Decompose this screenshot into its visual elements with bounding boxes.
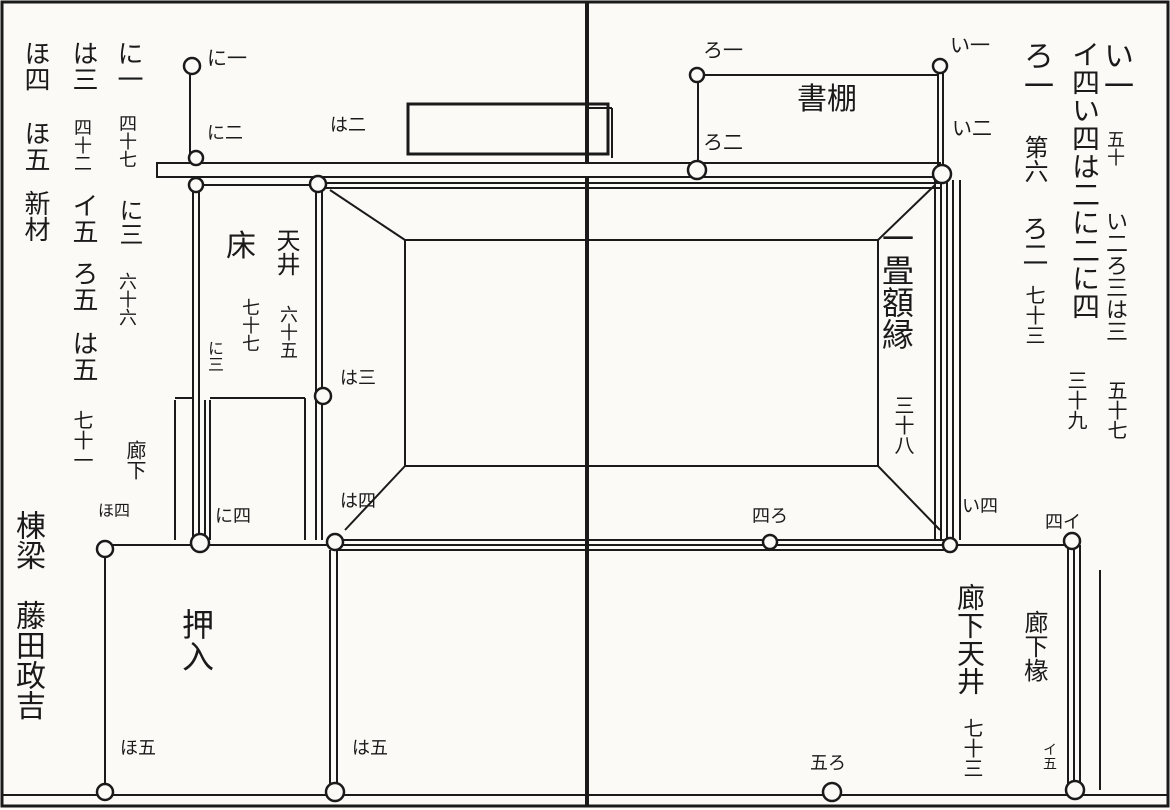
note-i2-list: い二ろ三は三	[1102, 210, 1127, 342]
label-i2: い二	[952, 116, 992, 140]
post-ha5	[324, 781, 346, 803]
label-ni2: に二	[207, 123, 243, 144]
label-ho4: ほ四	[98, 501, 131, 520]
label-ro5: 五ろ	[810, 753, 846, 774]
label-i4b: 四イ	[1045, 512, 1081, 533]
note-ha3: は三	[68, 40, 98, 92]
note-i4-list: イ四い四は二に二に四	[1068, 40, 1101, 320]
post-i5	[1064, 779, 1086, 801]
room-tokonoma-ceiling-num: 六十五	[277, 305, 298, 359]
post-ni1	[182, 56, 202, 76]
room-diag-tr	[877, 184, 936, 241]
note-ha5: は五	[68, 330, 98, 382]
post-i2	[931, 163, 953, 185]
post-ro1	[688, 66, 706, 84]
label-ro2: ろ二	[703, 130, 743, 154]
room-corridor: 廊下天井	[953, 583, 986, 695]
post-ha3	[313, 386, 333, 406]
note-66: 六十六	[116, 272, 137, 326]
room-mat: 一畳額縁	[877, 222, 915, 350]
post-i4b	[1062, 531, 1082, 551]
room-diag-bl	[344, 465, 406, 531]
right-hallway: 廊下椽	[1020, 610, 1048, 682]
post-ho4	[95, 539, 115, 559]
post-ro5	[821, 781, 843, 803]
room-diag-tl	[329, 189, 406, 241]
note-47: 四十七	[116, 114, 137, 168]
label-ha2: は二	[330, 115, 366, 136]
post-ho5	[95, 782, 115, 802]
post-ro4	[761, 533, 779, 551]
room-closet: 押入	[177, 608, 215, 672]
upper-box	[406, 102, 610, 156]
room-tokonoma: 床	[226, 229, 256, 264]
room-corridor-num: 七十三	[960, 718, 984, 778]
note-50: 五十	[1104, 130, 1125, 166]
label-ha5: は五	[352, 738, 388, 759]
note-ro1: ろ一	[1018, 40, 1053, 100]
note-i5: イ五	[68, 192, 98, 244]
note-42: 四十二	[71, 118, 92, 172]
note-ni1: に一	[113, 40, 143, 92]
left-hallway: 廊下	[123, 440, 147, 480]
note-ro5: ろ五	[68, 260, 98, 312]
room-tokonoma-ceiling: 天井	[272, 228, 300, 276]
label-ni3: に三	[205, 340, 224, 372]
post-ro2	[686, 159, 708, 181]
label-ro1: ろ一	[703, 38, 743, 62]
note-ho5: ほ五	[20, 120, 50, 172]
label-ni1: に一	[207, 46, 247, 70]
post-i4	[941, 536, 959, 554]
label-ho5: ほ五	[120, 738, 156, 759]
note-57: 五十七	[1104, 380, 1128, 440]
post-i1	[931, 57, 949, 75]
post-ha4	[325, 532, 345, 552]
note-i1: い一	[1098, 40, 1133, 100]
note-71: 七十一	[70, 410, 94, 470]
post-ni2b	[187, 176, 205, 194]
label-i1: い一	[950, 33, 990, 57]
note-39: 三十九	[1064, 370, 1088, 430]
note-ro2: ろ二	[1018, 215, 1048, 267]
post-ni2	[187, 149, 205, 167]
note-no6: 第六	[1020, 135, 1048, 183]
label-i4: い四	[962, 496, 998, 517]
note-new-material: 新材	[20, 190, 50, 242]
label-ro4: 四ろ	[752, 506, 788, 527]
label-i5: イ五	[1041, 742, 1057, 770]
room-mat-num: 三十八	[891, 395, 915, 455]
label-ha3: は三	[340, 368, 376, 389]
note-ni3: に三	[115, 198, 143, 246]
top-beam	[156, 162, 941, 178]
room-tokonoma-num: 七十七	[239, 298, 260, 352]
post-ni4	[189, 532, 211, 554]
carpenter-name: 藤田政吉	[10, 600, 45, 720]
label-ha4: は四	[340, 491, 376, 512]
note-ho4: ほ四	[20, 40, 50, 92]
note-73: 七十三	[1022, 285, 1046, 345]
post-ha2	[308, 174, 328, 194]
room-shelf-1: 書棚	[797, 82, 857, 117]
carpenter-title: 棟梁	[10, 510, 45, 570]
room-diag-br	[877, 465, 941, 531]
label-ni4: に四	[215, 506, 251, 527]
